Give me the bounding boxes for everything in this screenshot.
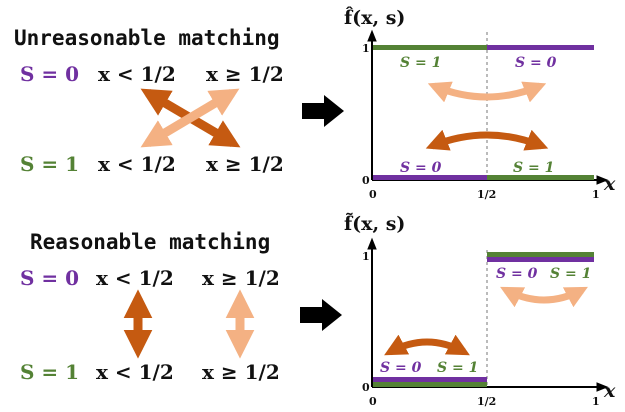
top-seg-upper-right: S = 0 [515, 55, 557, 71]
bottom-s1-cond-lt: x < 1/2 [96, 360, 174, 384]
top-s0-cond-ge: x ≥ 1/2 [206, 62, 284, 86]
bottom-s0-cond-lt: x < 1/2 [96, 266, 174, 290]
bottom-s1-cond-ge: x ≥ 1/2 [202, 360, 280, 384]
top-upper-right-bar [487, 45, 594, 50]
bottom-s1-label: S = 1 [20, 360, 79, 384]
top-s1-label: S = 1 [20, 152, 79, 176]
bottom-swap-arrow-light-icon [500, 286, 588, 308]
bottom-xtick-half: 1/2 [477, 395, 496, 408]
top-lower-left-bar [373, 175, 487, 180]
bottom-swap-arrow-dark-icon [384, 334, 470, 356]
bottom-ytick-1: 1 [362, 250, 370, 263]
top-s0-label: S = 0 [20, 62, 79, 86]
bottom-s0-cond-ge: x ≥ 1/2 [202, 266, 280, 290]
top-s1-cond-lt: x < 1/2 [98, 152, 176, 176]
bottom-xtick-0: 0 [369, 395, 377, 408]
bottom-title: Reasonable matching [30, 230, 270, 254]
top-s1-cond-ge: x ≥ 1/2 [206, 152, 284, 176]
top-seg-upper-left: S = 1 [400, 55, 441, 71]
top-ytick-1: 1 [362, 42, 370, 55]
bottom-seg-high-s0: S = 0 [496, 266, 538, 282]
top-title: Unreasonable matching [14, 26, 280, 50]
bottom-high-s0-bar [487, 257, 594, 262]
top-xtick-half: 1/2 [477, 188, 496, 201]
top-xtick-0: 0 [369, 188, 377, 201]
bottom-xtick-1: 1 [592, 395, 600, 408]
bottom-s0-label: S = 0 [20, 266, 79, 290]
top-plot-ylabel: f̂(x, s) [344, 7, 405, 29]
top-swap-arrow-dark-icon [425, 129, 549, 151]
top-xtick-1: 1 [592, 188, 600, 201]
top-upper-left-bar [373, 45, 487, 50]
cross-arrow-light-icon [140, 88, 240, 148]
right-arrow-icon [302, 95, 344, 127]
bottom-low-s0-bar [373, 377, 487, 382]
bottom-plot-ylabel: f̃(x, s) [344, 213, 405, 235]
top-lower-right-bar [487, 175, 594, 180]
top-xlabel: x [603, 173, 616, 195]
bottom-high-s1-bar [487, 252, 594, 257]
top-seg-lower-right: S = 1 [513, 160, 554, 176]
top-swap-arrow-light-icon [427, 81, 547, 103]
top-seg-lower-left: S = 0 [400, 160, 442, 176]
bottom-seg-high-s1: S = 1 [550, 266, 591, 282]
right-arrow-icon [300, 299, 342, 331]
bottom-plot: f̃(x, s) 1 0 0 1/2 1 x S = 0 S = 1 S = 0… [344, 213, 616, 408]
bottom-low-s1-bar [373, 382, 487, 387]
bottom-seg-low-s0: S = 0 [380, 360, 422, 376]
bottom-seg-low-s1: S = 1 [437, 360, 478, 376]
bottom-ytick-0: 0 [362, 381, 370, 394]
top-ytick-0: 0 [362, 174, 370, 187]
bottom-xlabel: x [603, 380, 616, 402]
top-plot: f̂(x, s) 1 0 0 1/2 1 x S = 1 S = 0 S = 0… [344, 7, 616, 201]
top-s0-cond-lt: x < 1/2 [98, 62, 176, 86]
